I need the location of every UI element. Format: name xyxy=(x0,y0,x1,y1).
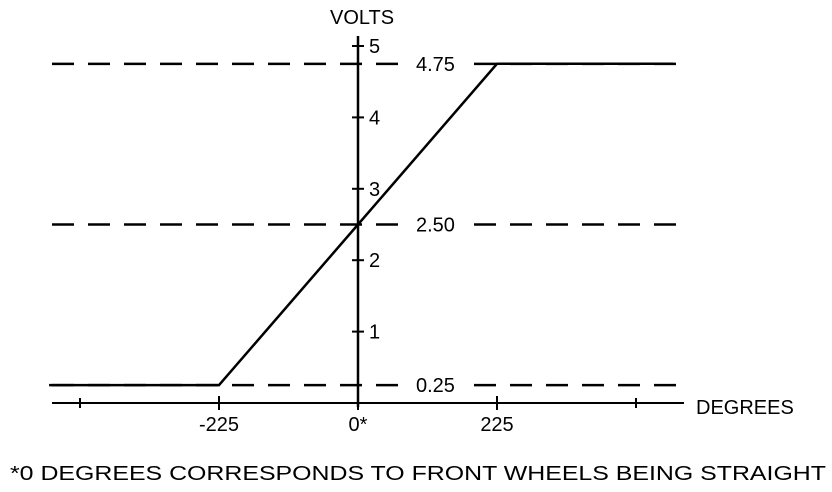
axes xyxy=(52,36,684,407)
x-axis-title: DEGREES xyxy=(696,397,794,419)
voltage-curve xyxy=(49,62,674,387)
x-tick-label: -225 xyxy=(199,414,239,436)
y-tick-label: 1 xyxy=(369,322,380,344)
reference-line-label: 0.25 xyxy=(416,375,455,397)
y-tick-label: 3 xyxy=(369,179,380,201)
series xyxy=(49,62,674,387)
footnote: *0 DEGREES CORRESPONDS TO FRONT WHEELS B… xyxy=(10,463,826,485)
reference-line-label: 4.75 xyxy=(416,54,455,76)
y-axis-title: VOLTS xyxy=(330,7,394,29)
y-tick-label: 2 xyxy=(369,250,380,272)
y-tick-label: 5 xyxy=(369,36,380,58)
x-tick-label: 0* xyxy=(349,414,368,436)
x-tick-label: 225 xyxy=(480,414,513,436)
y-tick-label: 4 xyxy=(369,107,380,129)
ticks: 1 2 3 4 5 -225 0* 225 xyxy=(78,36,638,436)
reference-lines: 4.75 2.50 0.25 xyxy=(52,54,684,397)
reference-line-label: 2.50 xyxy=(416,215,455,237)
